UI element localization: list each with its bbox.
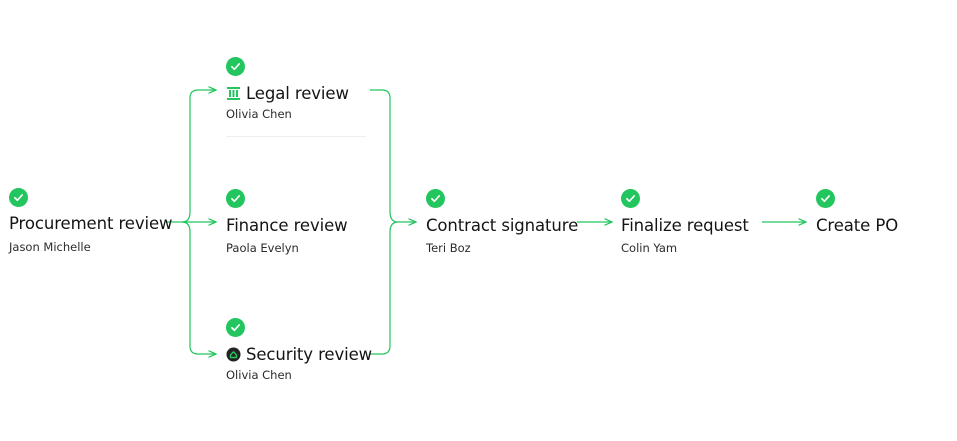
check-circle-icon	[9, 188, 28, 207]
step-assignee: Jason Michelle	[9, 240, 91, 254]
connector-to-legal	[181, 90, 216, 223]
step-assignee: Teri Boz	[426, 241, 471, 255]
check-circle-icon	[426, 189, 445, 208]
check-circle-icon	[621, 189, 640, 208]
step-title: Create PO	[816, 216, 899, 235]
step-title: Finalize request	[621, 216, 749, 235]
step-assignee: Paola Evelyn	[226, 241, 299, 255]
legal-logo-icon	[226, 86, 241, 101]
step-assignee: Colin Yam	[621, 241, 678, 255]
step-assignee: Olivia Chen	[226, 107, 292, 121]
step-title: Procurement review	[9, 214, 173, 233]
security-logo-icon	[226, 347, 241, 362]
check-circle-icon	[226, 189, 245, 208]
step-assignee: Olivia Chen	[226, 368, 292, 382]
divider	[226, 136, 366, 137]
step-title: Finance review	[226, 216, 348, 235]
step-title: Contract signature	[426, 216, 579, 235]
step-title: Security review	[226, 345, 372, 364]
check-circle-icon	[226, 318, 245, 337]
connector-to-security	[181, 221, 216, 354]
check-circle-icon	[226, 57, 245, 76]
connector-from-legal	[370, 89, 399, 223]
step-title: Legal review	[226, 84, 349, 103]
connector-from-security	[370, 221, 399, 355]
check-circle-icon	[816, 189, 835, 208]
